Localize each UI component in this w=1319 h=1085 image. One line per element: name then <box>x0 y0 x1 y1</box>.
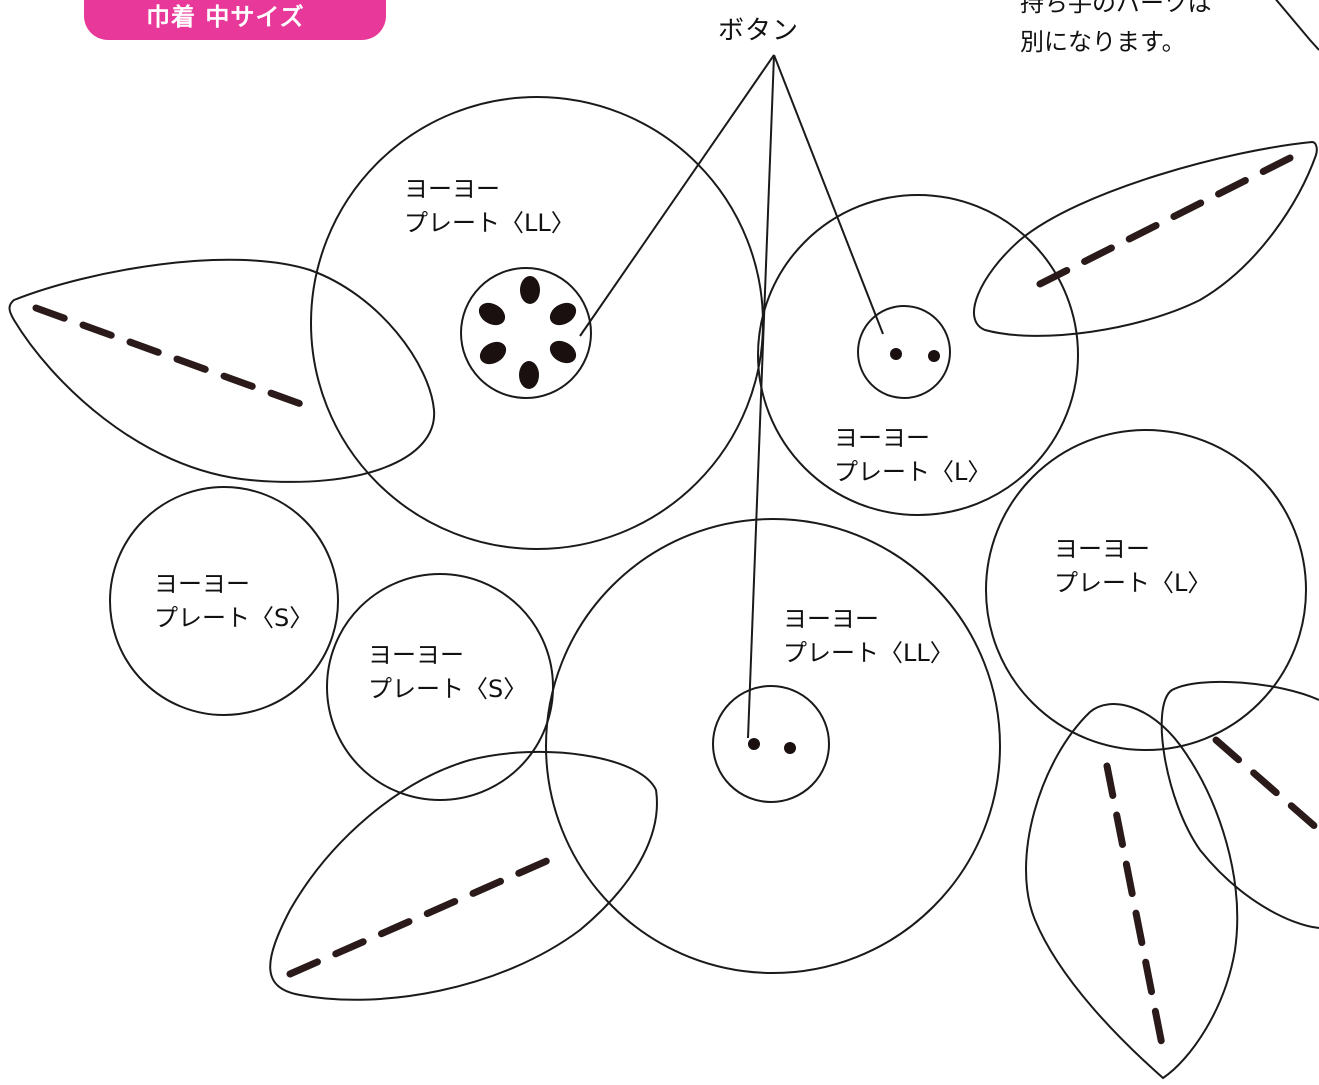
note-pointer-line <box>1275 0 1319 51</box>
yoyo-plate-l-top-outline <box>757 194 1079 516</box>
yoyo-plate-l-right-outline <box>985 429 1307 751</box>
plate-label-l-right: ヨーヨー プレート〈L〉 <box>1054 535 1212 597</box>
button-icon <box>857 305 951 399</box>
yoyo-plate-s-left-outline <box>109 486 339 716</box>
note-line: 別になります。 <box>1020 28 1186 56</box>
button-leader-line <box>747 54 775 739</box>
button-leader-line <box>773 54 884 335</box>
plate-label-ll-bottom: ヨーヨー プレート〈LL〉 <box>783 605 954 667</box>
plate-label-s-left: ヨーヨー プレート〈S〉 <box>154 570 314 632</box>
leaf-icon <box>8 258 436 483</box>
leaf-icon <box>973 140 1318 337</box>
leaf-icon <box>269 751 658 1001</box>
plate-label-s-center: ヨーヨー プレート〈S〉 <box>368 641 528 703</box>
leaf-icon <box>1160 680 1319 929</box>
yoyo-plate-s-center-outline <box>326 573 554 801</box>
size-badge: 巾着 中サイズ <box>84 0 386 40</box>
button-callout-label: ボタン <box>718 16 800 46</box>
button-leader-line <box>579 54 775 337</box>
leaf-icon <box>1025 703 1239 1080</box>
plate-label-l-top: ヨーヨー プレート〈L〉 <box>834 424 992 486</box>
button-icon <box>460 267 592 399</box>
plate-label-ll-top: ヨーヨー プレート〈LL〉 <box>404 175 575 237</box>
yoyo-plate-ll-top-outline <box>310 96 764 550</box>
yoyo-plate-ll-bottom-outline <box>545 518 1001 974</box>
button-icon <box>712 685 830 803</box>
note-line: 持ち手のパーツは <box>1020 0 1212 17</box>
handle-note: 持ち手のパーツは 別になります。 <box>1020 0 1212 62</box>
